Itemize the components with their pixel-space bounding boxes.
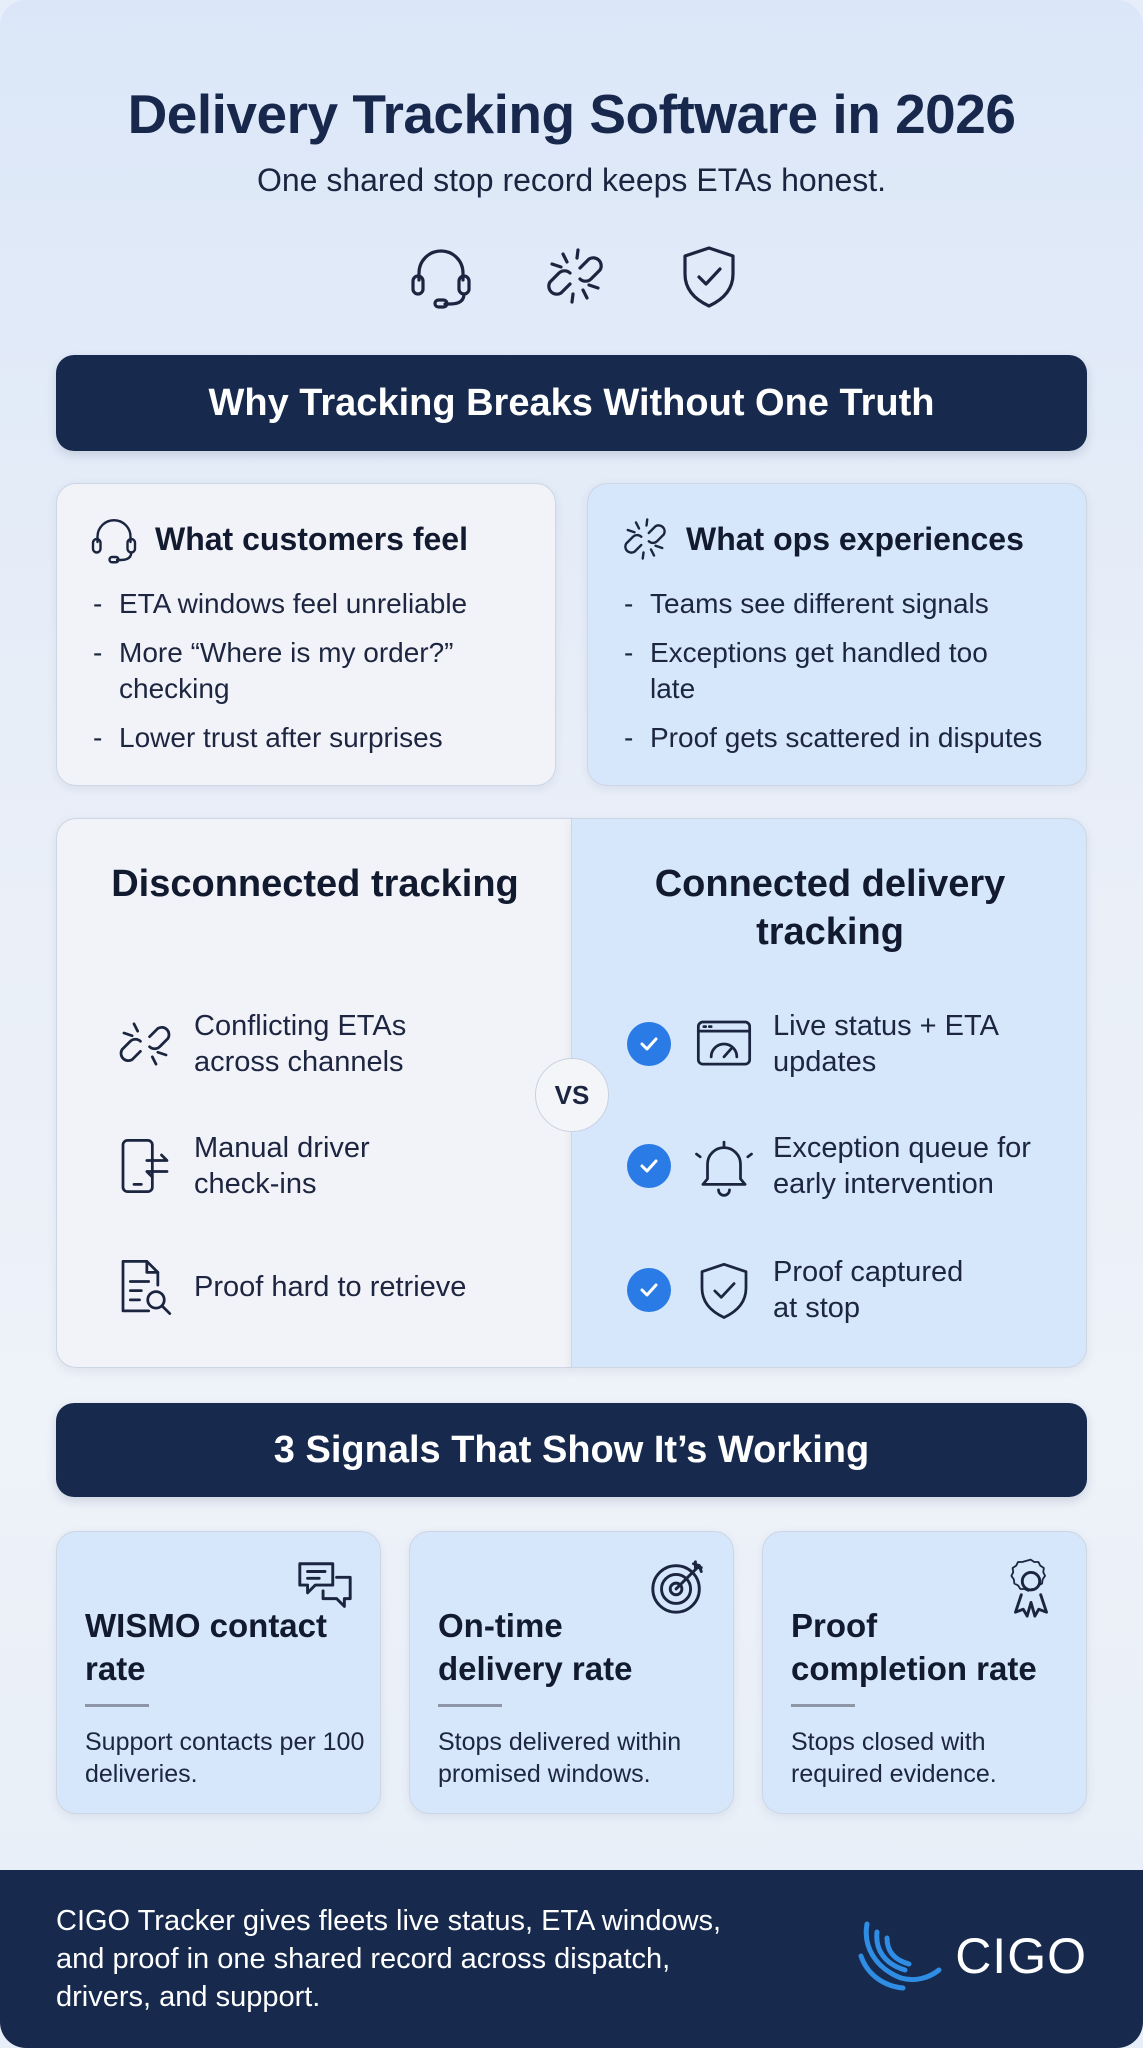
customers-card: What customers feel ETA windows feel unr…	[56, 483, 556, 786]
section-banner-why: Why Tracking Breaks Without One Truth	[56, 355, 1087, 451]
metric-title: Proof completion rate	[791, 1607, 1037, 1687]
bell-icon	[695, 1140, 753, 1197]
list-item: Teams see different signals	[624, 586, 1066, 622]
ops-card-title: What ops experiences	[686, 520, 1024, 557]
footer: CIGO Tracker gives fleets live status, E…	[0, 1870, 1143, 2048]
ops-card: What ops experiences Teams see different…	[587, 483, 1087, 786]
ops-bullet-list: Teams see different signals Exceptions g…	[624, 586, 1066, 769]
customers-card-heading: What customers feel	[87, 512, 468, 566]
disconnected-item: Manual driver check-ins	[112, 1130, 434, 1202]
checkmark-icon	[627, 1022, 671, 1066]
cigo-wing-icon	[858, 1921, 942, 1991]
metric-card-on-time: On-time delivery rate Stops delivered wi…	[409, 1531, 734, 1814]
divider	[438, 1704, 502, 1707]
hero-icons	[405, 240, 745, 312]
connected-item-text: Proof captured at stop	[773, 1256, 964, 1324]
disconnected-item-text: Manual driver check-ins	[194, 1132, 370, 1200]
page-subtitle: One shared stop record keeps ETAs honest…	[256, 162, 887, 198]
metric-title: On-time delivery rate	[438, 1607, 633, 1687]
metric-description: Stops closed with required evidence.	[791, 1728, 997, 1788]
disconnected-item: Proof hard to retrieve	[112, 1254, 514, 1320]
connected-item-text: Live status + ETA updates	[773, 1010, 998, 1078]
list-item: ETA windows feel unreliable	[93, 586, 535, 622]
connected-item: Live status + ETA updates	[627, 1008, 1033, 1080]
ops-card-heading: What ops experiences	[618, 512, 1024, 566]
list-item: Lower trust after surprises	[93, 720, 535, 756]
checkmark-icon	[627, 1268, 671, 1312]
disconnected-item-text: Proof hard to retrieve	[194, 1271, 467, 1303]
list-item: Proof gets scattered in disputes	[624, 720, 1066, 756]
disconnected-title: Disconnected tracking	[111, 863, 519, 905]
shield-check-icon	[683, 246, 735, 308]
metric-card-proof: Proof completion rate Stops closed with …	[762, 1531, 1087, 1814]
disconnected-item-text: Conflicting ETAs across channels	[194, 1010, 407, 1078]
disconnected-item: Conflicting ETAs across channels	[112, 1008, 434, 1080]
connected-item-text: Exception queue for early intervention	[773, 1132, 1031, 1200]
headset-icon	[411, 249, 471, 309]
shield-check-icon	[700, 1262, 748, 1319]
metric-description: Support contacts per 100 deliveries.	[85, 1728, 365, 1788]
broken-link-icon	[624, 518, 666, 560]
cigo-logo-text: CIGO	[955, 1928, 1087, 1984]
list-item: Exceptions get handled too late	[624, 635, 1066, 707]
connected-title: Connected delivery tracking	[654, 863, 1006, 953]
award-badge-icon	[1010, 1558, 1048, 1618]
customers-card-title: What customers feel	[155, 520, 468, 557]
metric-card-wismo: WISMO contact rate Support contacts per …	[56, 1531, 381, 1814]
footer-text: CIGO Tracker gives fleets live status, E…	[56, 1905, 722, 2013]
broken-link-icon	[119, 1022, 171, 1066]
vs-badge: VS	[535, 1058, 609, 1132]
cigo-logo: CIGO	[853, 1916, 1087, 1996]
headset-icon	[91, 519, 137, 564]
metric-title: WISMO contact rate	[85, 1607, 328, 1687]
broken-link-icon	[547, 248, 603, 304]
connected-item: Exception queue for early intervention	[627, 1130, 1063, 1202]
divider	[85, 1704, 149, 1707]
checkmark-icon	[627, 1144, 671, 1188]
chat-bubbles-icon	[298, 1562, 352, 1608]
page-title: Delivery Tracking Software in 2026	[127, 83, 1016, 145]
dashboard-gauge-icon	[696, 1020, 752, 1066]
section-banner-signals: 3 Signals That Show It’s Working	[56, 1403, 1087, 1497]
disconnected-panel	[56, 818, 572, 1368]
connected-item: Proof captured at stop	[627, 1254, 993, 1326]
metric-description: Stops delivered within promised windows.	[438, 1728, 682, 1788]
list-item: More “Where is my order?” checking	[93, 635, 535, 707]
customers-bullet-list: ETA windows feel unreliable More “Where …	[93, 586, 535, 769]
target-icon	[651, 1560, 703, 1614]
phone-checkin-icon	[121, 1138, 169, 1194]
divider	[791, 1704, 855, 1707]
document-search-icon	[121, 1259, 172, 1315]
